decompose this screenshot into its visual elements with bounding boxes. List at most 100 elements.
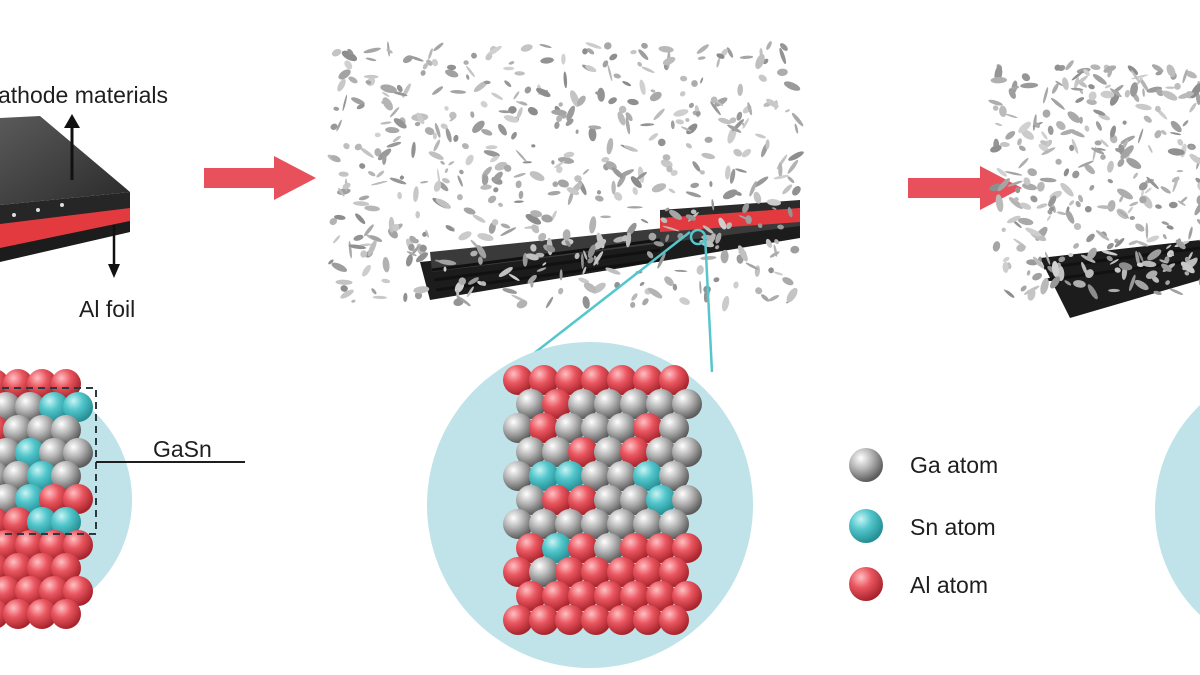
al-atom [63, 530, 93, 560]
ga-atom [39, 438, 69, 468]
ga-droplet [559, 269, 563, 281]
ga-droplet [727, 127, 737, 144]
ga-droplet [1104, 84, 1111, 89]
ga-droplet [1148, 144, 1153, 153]
ga-droplet [1005, 113, 1018, 119]
ga-droplet [627, 98, 639, 106]
ga-droplet [566, 105, 575, 121]
ga-droplet [639, 281, 645, 286]
ga-droplet [753, 176, 769, 188]
ga-droplet [529, 171, 545, 182]
ga-droplet [1175, 239, 1186, 250]
ga-droplet [575, 129, 579, 134]
al-atom [542, 581, 572, 611]
process-arrow-1 [204, 156, 316, 200]
al-atom [672, 581, 702, 611]
ga-droplet [329, 217, 338, 226]
ga-droplet [458, 231, 472, 241]
ga-droplet [348, 244, 367, 250]
ga-droplet [1133, 172, 1138, 179]
ga-droplet [618, 105, 627, 114]
ga-droplet [1129, 215, 1135, 221]
ga-atom [646, 389, 676, 419]
ga-atom [568, 389, 598, 419]
al-atom [555, 365, 585, 395]
ga-droplet [587, 244, 596, 259]
ga-atom [0, 392, 21, 422]
ga-droplet [605, 267, 621, 275]
ga-droplet [1072, 170, 1080, 179]
ga-droplet [498, 123, 507, 136]
ga-atom [646, 437, 676, 467]
ga-droplet [1043, 87, 1049, 104]
ga-droplet [1153, 290, 1162, 295]
ga-droplet [438, 259, 457, 266]
ga-droplet [420, 70, 426, 76]
ga-droplet [453, 134, 459, 142]
ga-atom [516, 485, 546, 515]
panel-1-atom-cluster [0, 369, 93, 629]
ga-droplet [739, 55, 754, 59]
ga-droplet [664, 207, 670, 212]
legend-sn-swatch [849, 509, 883, 543]
ga-droplet [1032, 272, 1043, 281]
ga-droplet [1050, 276, 1060, 289]
ga-droplet [411, 141, 416, 158]
ga-atom [51, 461, 81, 491]
legend-ga-label: Ga atom [910, 452, 999, 478]
ga-droplet [602, 60, 609, 68]
ga-droplet [613, 192, 623, 201]
al-atom [581, 365, 611, 395]
al-atom [581, 605, 611, 635]
ga-atom [529, 557, 559, 587]
ga-droplet [646, 251, 654, 259]
al-atom [529, 365, 559, 395]
ga-droplet [1135, 250, 1140, 266]
ga-droplet [749, 181, 757, 197]
ga-droplet [604, 42, 612, 50]
ga-droplet [353, 201, 370, 206]
ga-droplet [653, 108, 665, 121]
ga-droplet [641, 42, 648, 49]
ga-droplet [716, 58, 720, 68]
ga-droplet [515, 150, 528, 163]
ga-droplet [1177, 200, 1186, 206]
ga-droplet [574, 252, 580, 260]
ga-atom [659, 413, 689, 443]
ga-droplet [480, 101, 488, 108]
cathode-layer-top [0, 116, 130, 205]
ga-droplet [631, 293, 638, 301]
ga-droplet [1002, 256, 1010, 262]
ga-droplet [481, 174, 489, 186]
ga-droplet [1177, 138, 1184, 146]
ga-droplet [1065, 60, 1074, 71]
ga-droplet [1176, 169, 1184, 173]
ga-atom [503, 413, 533, 443]
ga-droplet [1137, 128, 1144, 144]
ga-droplet [1007, 180, 1023, 187]
ga-droplet [1110, 125, 1116, 138]
ga-droplet [406, 254, 413, 267]
ga-droplet [531, 224, 540, 234]
ga-atom [516, 437, 546, 467]
ga-droplet [1119, 195, 1124, 203]
ga-droplet [753, 191, 762, 204]
ga-droplet [988, 99, 1003, 106]
ga-droplet [574, 175, 582, 183]
ga-droplet [470, 250, 478, 257]
ga-droplet [513, 91, 520, 100]
ga-droplet [777, 224, 784, 230]
ga-atom [659, 509, 689, 539]
ga-droplet [444, 106, 449, 111]
ga-droplet [1117, 158, 1125, 167]
ga-droplet [432, 86, 444, 95]
ga-atom [581, 509, 611, 539]
ga-droplet [448, 161, 455, 166]
ga-droplet [338, 187, 345, 197]
ga-droplet [1004, 171, 1023, 176]
ga-droplet [600, 215, 611, 219]
ga-droplet [1013, 220, 1022, 229]
ga-droplet [771, 207, 777, 210]
ga-droplet [722, 189, 738, 200]
ga-droplet [1120, 145, 1134, 160]
